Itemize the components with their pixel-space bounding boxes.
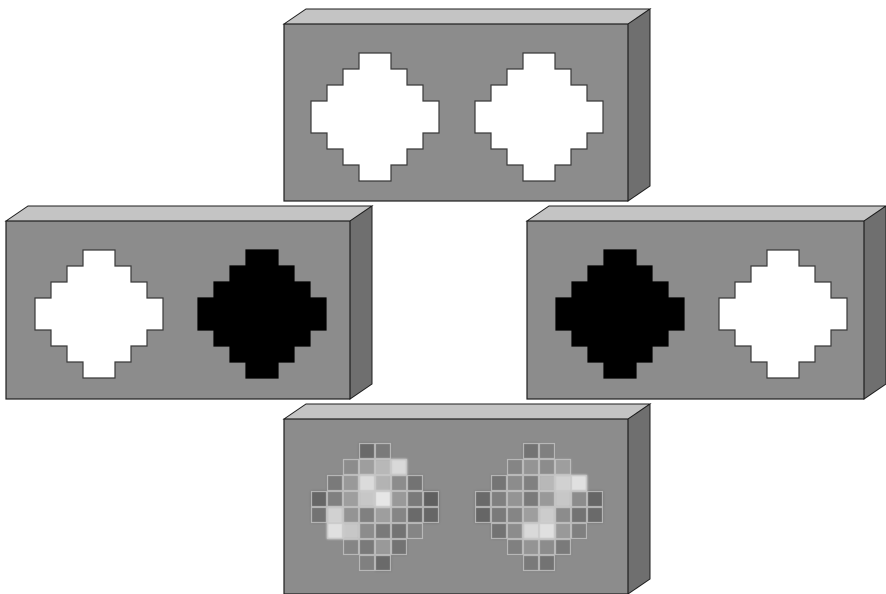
- block-side-face: [628, 404, 650, 594]
- block-left: [6, 206, 372, 399]
- block-side-face: [350, 206, 372, 399]
- block-side-face: [864, 206, 886, 399]
- block-top-face: [284, 404, 650, 419]
- block-top-face: [6, 206, 372, 221]
- block-top: [284, 9, 650, 201]
- block-top-face: [527, 206, 886, 221]
- block-top-face: [284, 9, 650, 24]
- block-bottom: [284, 404, 650, 594]
- block-side-face: [628, 9, 650, 201]
- block-right: [527, 206, 886, 399]
